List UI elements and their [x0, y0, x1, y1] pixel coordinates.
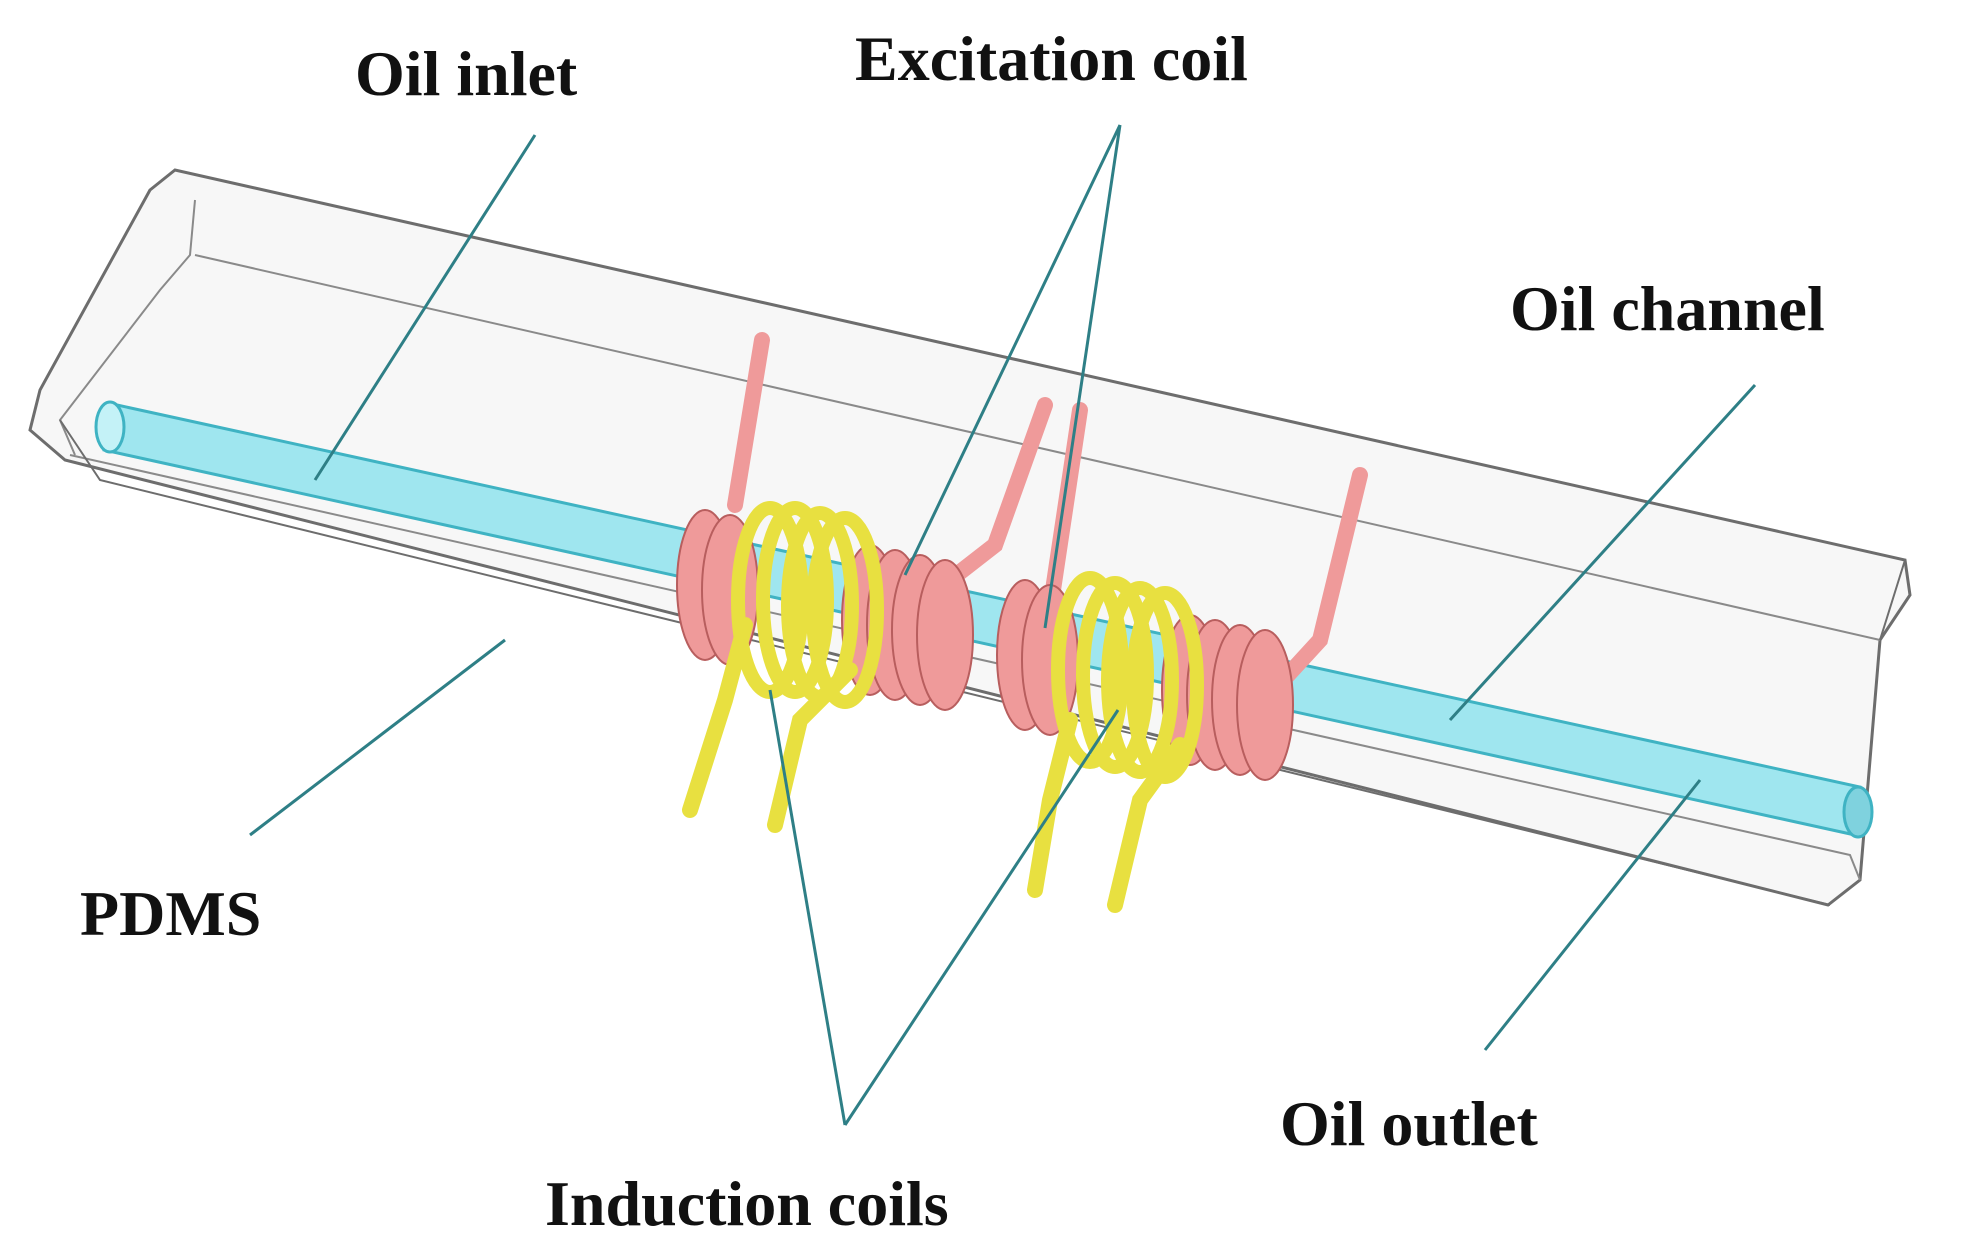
leader-induction-coil-right [843, 709, 1120, 1126]
label-oil-outlet: Oil outlet [1280, 1088, 1538, 1159]
label-pdms: PDMS [80, 878, 261, 949]
leader-oil-inlet [313, 134, 537, 481]
leader-oil-outlet [1483, 779, 1702, 1051]
induction-coil-lead [767, 662, 858, 833]
pdms-block-inner-edge [69, 454, 1861, 881]
induction-coil-windings [1051, 571, 1204, 784]
oil-outlet-opening [1842, 785, 1874, 839]
induction-coil-lead [682, 617, 753, 818]
pdms-block-inner-edge [58, 199, 196, 456]
oil-channel-tube [94, 400, 1874, 839]
leader-lines [249, 124, 1757, 1126]
right-coil-assembly [996, 402, 1368, 913]
leader-excitation-coil-left [903, 124, 1122, 576]
left-coil-assembly [676, 332, 1053, 833]
pdms-block-inner-edge [1879, 559, 1906, 641]
leader-induction-coil-left [768, 689, 847, 1126]
induction-coil-lead [1107, 737, 1188, 913]
oil-inlet-opening [94, 400, 126, 454]
label-oil-channel: Oil channel [1510, 273, 1825, 344]
label-induction-coils: Induction coils [545, 1168, 949, 1239]
excitation-coil-lead [1042, 402, 1088, 618]
label-excitation-coil: Excitation coil [855, 23, 1248, 94]
leader-oil-channel [1448, 383, 1757, 722]
induction-coil-lead [1027, 712, 1078, 898]
excitation-coil-lead [727, 332, 770, 513]
leader-excitation-coil-right [1043, 124, 1122, 629]
excitation-coil-lead [942, 397, 1053, 588]
leader-pdms [249, 638, 506, 837]
label-oil-inlet: Oil inlet [355, 38, 578, 109]
